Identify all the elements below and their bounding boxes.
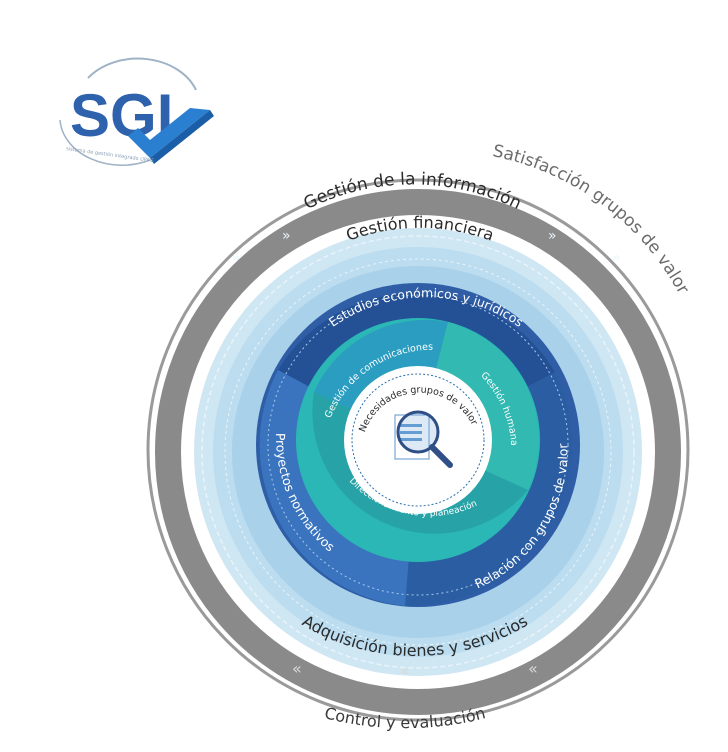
dotted-ring-mid: [267, 294, 569, 596]
document-line: [400, 431, 422, 434]
outer-thin-ring: [146, 178, 690, 722]
document-line: [400, 424, 422, 427]
dotted-ring-2: [224, 258, 612, 646]
chevron-right-icon: »: [232, 250, 241, 266]
chevron-left-icon: «: [528, 659, 538, 678]
chevron-right-icon: »: [612, 250, 621, 266]
chevron-right-icon: »: [282, 228, 291, 244]
magnifier-lens: [396, 410, 440, 454]
sgi-logo: SGI sistema de gestión integrado UPME: [59, 57, 214, 166]
magnifier-handle: [429, 444, 453, 468]
ring-gap: [140, 318, 170, 334]
center-dotted-ring: [351, 373, 485, 507]
chevron-left-icon: «: [400, 661, 410, 680]
dotted-ring-outer: [201, 235, 635, 669]
chevron-right-icon: »: [548, 228, 557, 244]
document-line: [400, 438, 422, 441]
flow-chevrons: » » » » « « «: [232, 228, 621, 680]
outer-gray-ring: [155, 189, 681, 715]
logo-arc: [87, 57, 197, 91]
checkmark-icon: [128, 108, 210, 158]
logo-arc-lower: [59, 119, 151, 166]
chevron-left-icon: «: [292, 659, 302, 678]
checkmark-shadow: [150, 110, 214, 164]
magnifier-document-icon: [394, 410, 453, 468]
